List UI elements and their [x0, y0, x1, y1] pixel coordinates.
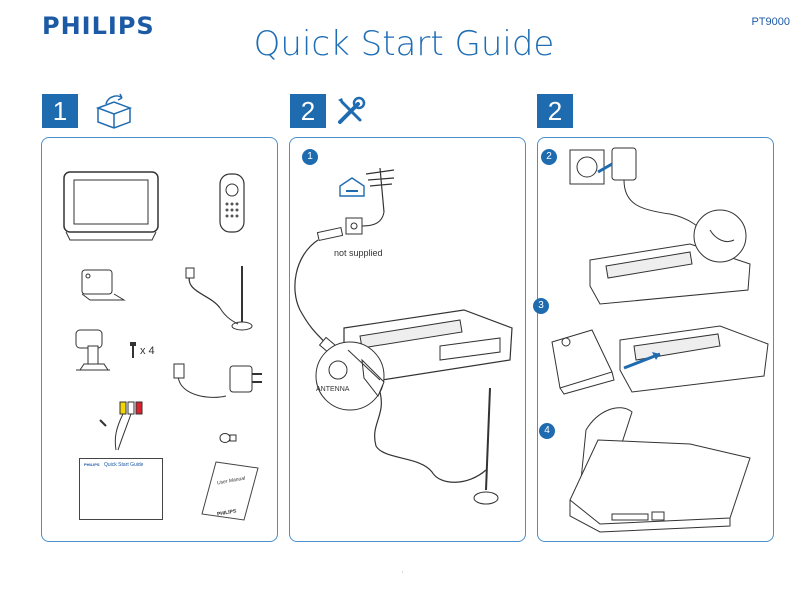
- house-icon: [339, 177, 365, 197]
- open-box-icon: [95, 93, 133, 129]
- screws-quantity: x 4: [140, 345, 155, 357]
- user-manual-booklet: [201, 461, 259, 521]
- screw-icon: [130, 342, 136, 358]
- booklet-brand: PHILIPS: [84, 462, 100, 467]
- stand-bracket-illustration: [81, 269, 126, 301]
- antenna-cable-illustration: [185, 266, 253, 331]
- car-mount-illustration: [75, 329, 110, 371]
- antenna-connection-illustration: [294, 167, 513, 505]
- substep-3-badge: 3: [533, 298, 549, 314]
- substep-2-badge: 2: [541, 149, 557, 165]
- quick-start-booklet: PHILIPS Quick Start Guide: [79, 458, 163, 520]
- remote-control-illustration: [219, 173, 245, 233]
- step-1-badge: 1: [42, 94, 78, 128]
- page-title: Quick Start Guide: [253, 24, 555, 64]
- power-adapter-illustration: [173, 363, 262, 398]
- tv-unit-illustration: [63, 171, 159, 241]
- av-cable-illustration: [99, 401, 143, 451]
- booklet-title: Quick Start Guide: [104, 462, 144, 468]
- tools-icon: [338, 96, 366, 124]
- earphone-tip-illustration: [219, 433, 237, 443]
- model-number: PT9000: [751, 16, 790, 28]
- philips-logo: PHILIPS: [42, 12, 155, 40]
- step-2b-badge: 2: [537, 94, 573, 128]
- power-assembly-illustration: [551, 147, 769, 533]
- page-mark: ': [402, 572, 404, 578]
- step-2-badge: 2: [290, 94, 326, 128]
- not-supplied-label: not supplied: [334, 248, 383, 258]
- substep-4-badge: 4: [539, 423, 555, 439]
- substep-1-badge: 1: [302, 149, 318, 165]
- antenna-label: ANTENNA: [316, 386, 350, 393]
